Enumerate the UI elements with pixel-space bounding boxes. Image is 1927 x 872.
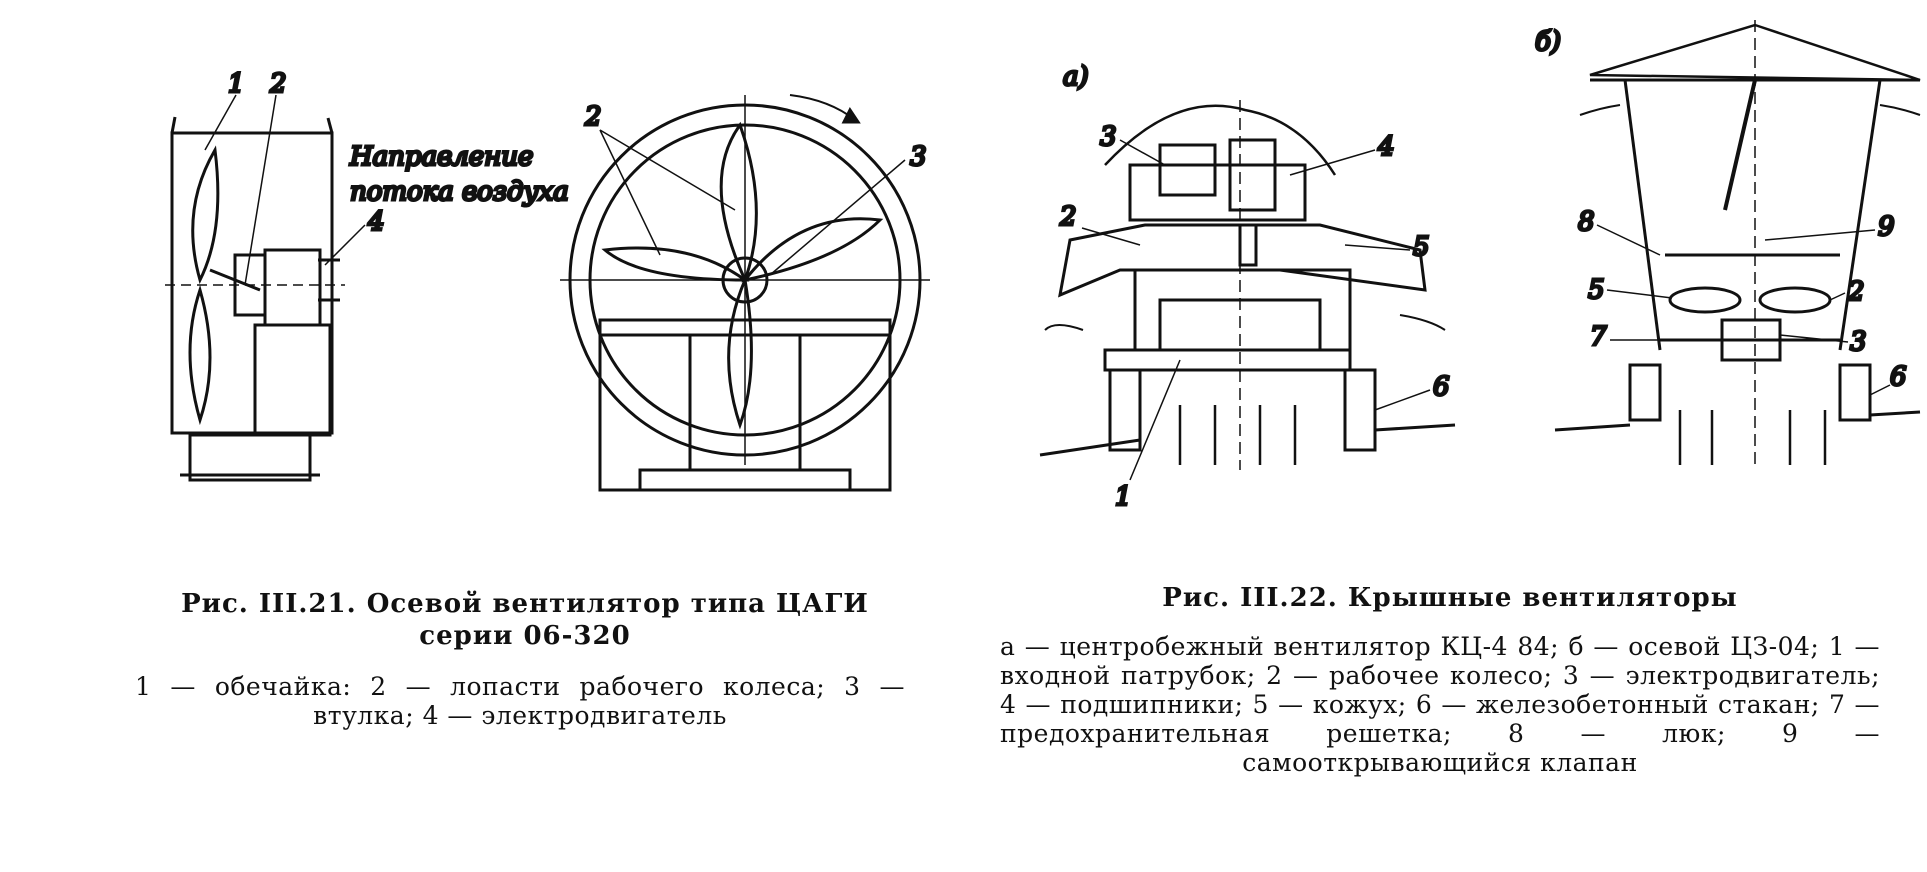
fig22b-label-5: 5 (1588, 275, 1605, 305)
fig21-flow-note-2: потока воздуха (350, 177, 569, 207)
fig22b-label-7: 7 (1590, 322, 1607, 352)
fig22b-label-6: 6 (1890, 362, 1907, 392)
fig21-label-3: 3 (910, 142, 927, 172)
fig22b-drawing (1554, 20, 1921, 470)
fig22-caption-title: Рис. III.22. Крышные вентиляторы (1162, 583, 1738, 613)
fig22a-label-1: 1 (1115, 482, 1132, 512)
fig22-sub-b: б) (1535, 27, 1561, 57)
fig22b-label-9: 9 (1878, 212, 1895, 242)
fig21-label-2b: 2 (584, 102, 602, 132)
fig21-label-2: 2 (269, 69, 287, 99)
fig22a-label-6: 6 (1433, 372, 1450, 402)
fig21-side-view (165, 94, 366, 482)
fig21-caption-title-line1: Рис. III.21. Осевой вентилятор типа ЦАГИ (181, 589, 869, 619)
fig21-label-1: 1 (228, 69, 245, 99)
fig22a-drawing (1039, 100, 1456, 481)
fig22-caption-body: а — центробежный вентилятор КЦ-4 84; б —… (1000, 632, 1880, 777)
fig21-caption-title-line2: серии 06-320 (419, 621, 631, 651)
fig21-label-4: 4 (367, 207, 385, 237)
fig22b-label-2: 2 (1847, 277, 1865, 307)
fig21-flow-note-1: Направление (349, 142, 533, 172)
fig22-sub-a: а) (1063, 62, 1089, 92)
fig22a-label-4: 4 (1377, 132, 1395, 162)
fig21-front-view (560, 94, 930, 492)
fig21-caption-body: 1 — обечайка: 2 — лопасти рабочего колес… (135, 672, 905, 730)
fig22a-label-2: 2 (1059, 202, 1077, 232)
fig22b-label-8: 8 (1578, 207, 1595, 237)
fig21-caption-title: Рис. III.21. Осевой вентилятор типа ЦАГИ… (135, 588, 915, 652)
fig22b-label-3: 3 (1850, 327, 1867, 357)
fig22a-label-5: 5 (1413, 232, 1430, 262)
fig22a-label-3: 3 (1100, 122, 1117, 152)
